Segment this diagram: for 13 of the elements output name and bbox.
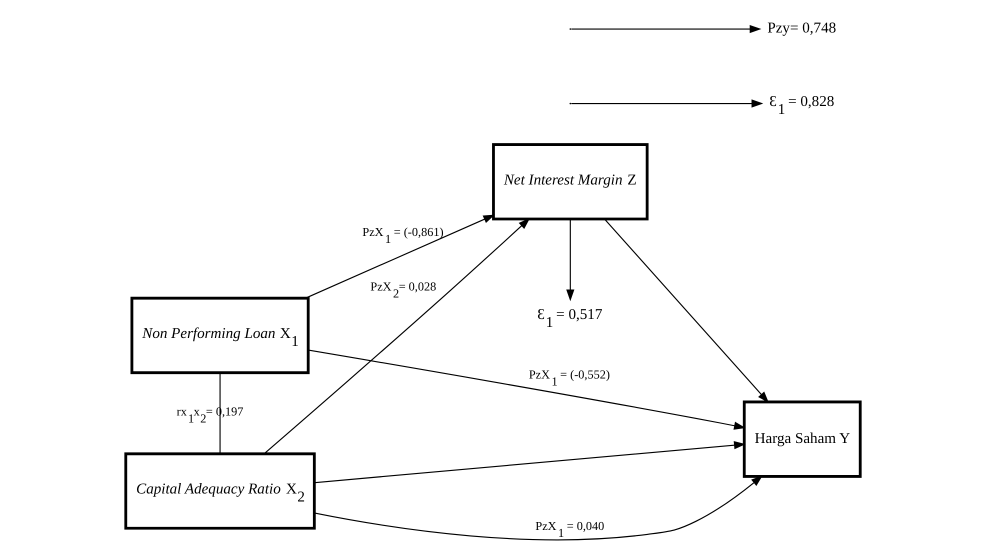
node-text: Pzy= 0,748 <box>767 20 836 37</box>
arrow <box>571 24 762 34</box>
arrow <box>314 441 746 484</box>
arrow <box>306 214 495 299</box>
arrow <box>604 218 769 403</box>
arrow <box>314 475 763 540</box>
connector <box>220 372 221 454</box>
node-box: Net Interest Margin Z <box>492 143 649 220</box>
arrow <box>308 350 746 430</box>
arrow <box>571 99 764 108</box>
node-box: Harga Saham Y <box>742 400 862 478</box>
arrow <box>264 218 530 454</box>
arrow <box>566 219 574 302</box>
